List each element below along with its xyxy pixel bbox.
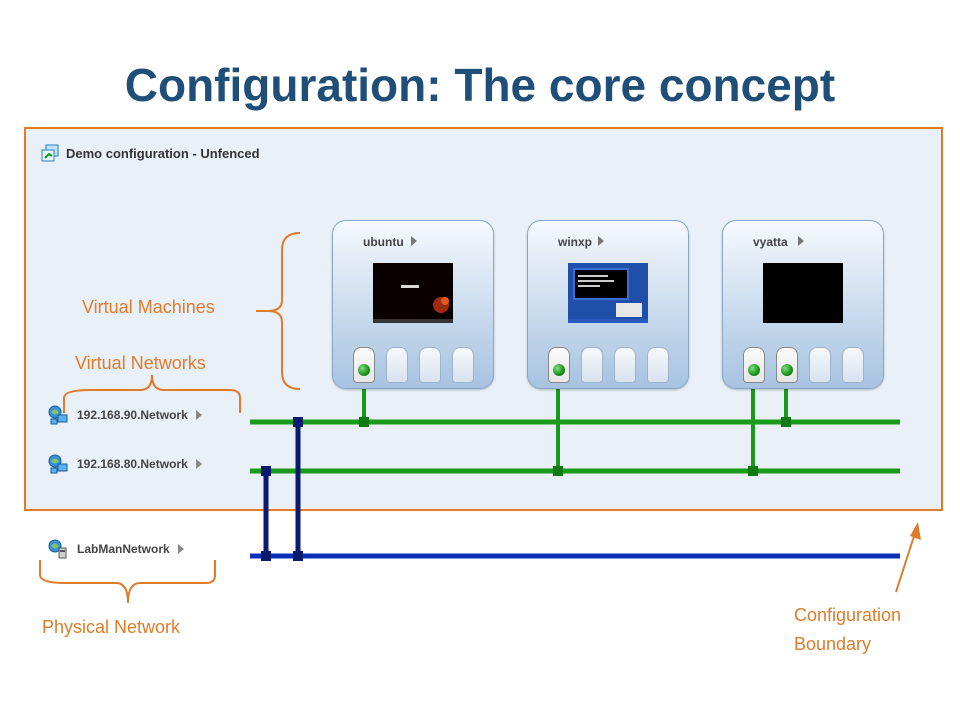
nic-slot[interactable] <box>614 347 636 383</box>
callout-line: Configuration <box>794 605 902 625</box>
chevron-right-icon[interactable] <box>798 236 804 246</box>
virtual-network-row[interactable]: 192.168.90.Network <box>47 404 202 426</box>
bridge-node <box>293 551 303 561</box>
vm-name: ubuntu <box>363 235 404 249</box>
virtual-network-icon <box>48 454 68 474</box>
slide-title: Configuration: The core concept <box>124 59 836 111</box>
virtual-machines-callout: Virtual Machines <box>82 297 215 317</box>
nic-slot-connected[interactable] <box>353 347 375 383</box>
network-label: 192.168.90.Network <box>77 408 188 422</box>
configuration-name: Demo configuration - Unfenced <box>66 145 260 161</box>
configuration-icon <box>41 144 59 162</box>
nic-slot[interactable] <box>452 347 474 383</box>
network-label: 192.168.80.Network <box>77 457 188 471</box>
nic-slot-connected[interactable] <box>548 347 570 383</box>
network-label: LabManNetwork <box>77 542 170 556</box>
link-node <box>553 466 563 476</box>
link-node <box>359 417 369 427</box>
chevron-right-icon[interactable] <box>598 236 604 246</box>
status-led-icon <box>748 364 760 376</box>
status-led-icon <box>553 364 565 376</box>
nic-slot-connected[interactable] <box>743 347 765 383</box>
bridge-node <box>293 417 303 427</box>
vm-name: vyatta <box>753 235 788 249</box>
chevron-right-icon[interactable] <box>177 544 184 554</box>
nic-slot-connected[interactable] <box>776 347 798 383</box>
chevron-right-icon[interactable] <box>195 459 202 469</box>
nic-slot[interactable] <box>842 347 864 383</box>
chevron-right-icon[interactable] <box>411 236 417 246</box>
physical-network-icon <box>48 539 67 559</box>
virtual-networks-brace <box>63 374 241 413</box>
physical-network-callout: Physical Network <box>42 617 181 637</box>
bridge-node <box>261 551 271 561</box>
vm-card-winxp[interactable]: winxp <box>527 220 689 389</box>
link-node <box>748 466 758 476</box>
vm-card-vyatta[interactable]: vyatta <box>722 220 884 389</box>
link-node <box>781 417 791 427</box>
virtual-network-icon <box>48 405 68 425</box>
nic-slot[interactable] <box>809 347 831 383</box>
vm-card-ubuntu[interactable]: ubuntu <box>332 220 494 389</box>
physical-network-brace <box>39 560 216 604</box>
nic-slot[interactable] <box>581 347 603 383</box>
blank-screen-thumbnail[interactable] <box>763 263 843 323</box>
nic-slot[interactable] <box>419 347 441 383</box>
virtual-machines-brace <box>267 232 301 390</box>
ubuntu-desktop-thumbnail[interactable] <box>373 263 453 323</box>
configuration-boundary-arrow <box>895 529 917 593</box>
nic-slot[interactable] <box>647 347 669 383</box>
configuration-boundary-arrowhead <box>910 522 921 540</box>
nic-slot[interactable] <box>386 347 408 383</box>
virtual-network-row[interactable]: 192.168.80.Network <box>47 453 202 475</box>
callout-line: Boundary <box>794 634 872 654</box>
configuration-boundary-callout: Configuration Boundary <box>794 601 901 659</box>
physical-network-row[interactable]: LabManNetwork <box>47 538 184 560</box>
bridge-node <box>261 466 271 476</box>
status-led-icon <box>358 364 370 376</box>
winxp-desktop-thumbnail[interactable] <box>568 263 648 323</box>
vm-name: winxp <box>558 235 593 249</box>
virtual-networks-callout: Virtual Networks <box>75 353 206 373</box>
chevron-right-icon[interactable] <box>195 410 202 420</box>
status-led-icon <box>781 364 793 376</box>
configuration-header[interactable]: Demo configuration - Unfenced <box>40 142 260 164</box>
